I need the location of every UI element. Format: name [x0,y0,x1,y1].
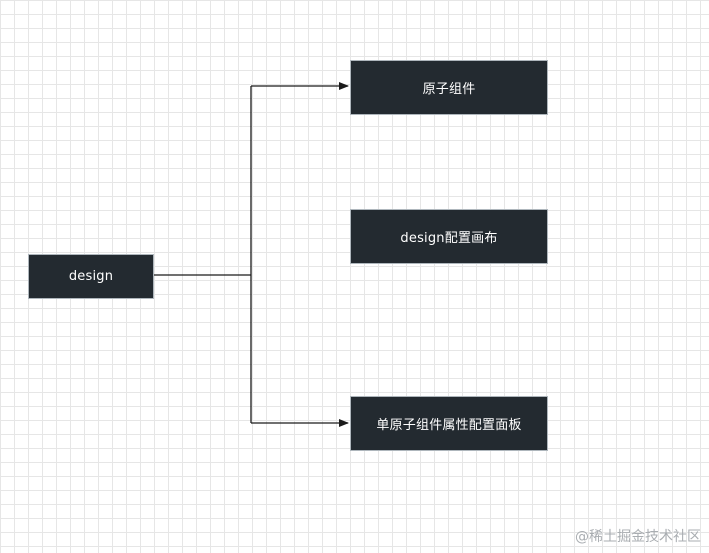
watermark-text: @稀土掘金技术社区 [575,529,701,545]
node-property-panel[interactable]: 单原子组件属性配置面板 [350,396,548,451]
node-design-canvas[interactable]: design配置画布 [350,209,548,264]
node-atomic-components-label: 原子组件 [422,82,476,97]
node-design-canvas-label: design配置画布 [400,231,498,246]
node-property-panel-label: 单原子组件属性配置面板 [376,418,522,433]
node-atomic-components[interactable]: 原子组件 [350,60,548,115]
node-design[interactable]: design [28,254,154,299]
node-design-label: design [68,269,114,284]
